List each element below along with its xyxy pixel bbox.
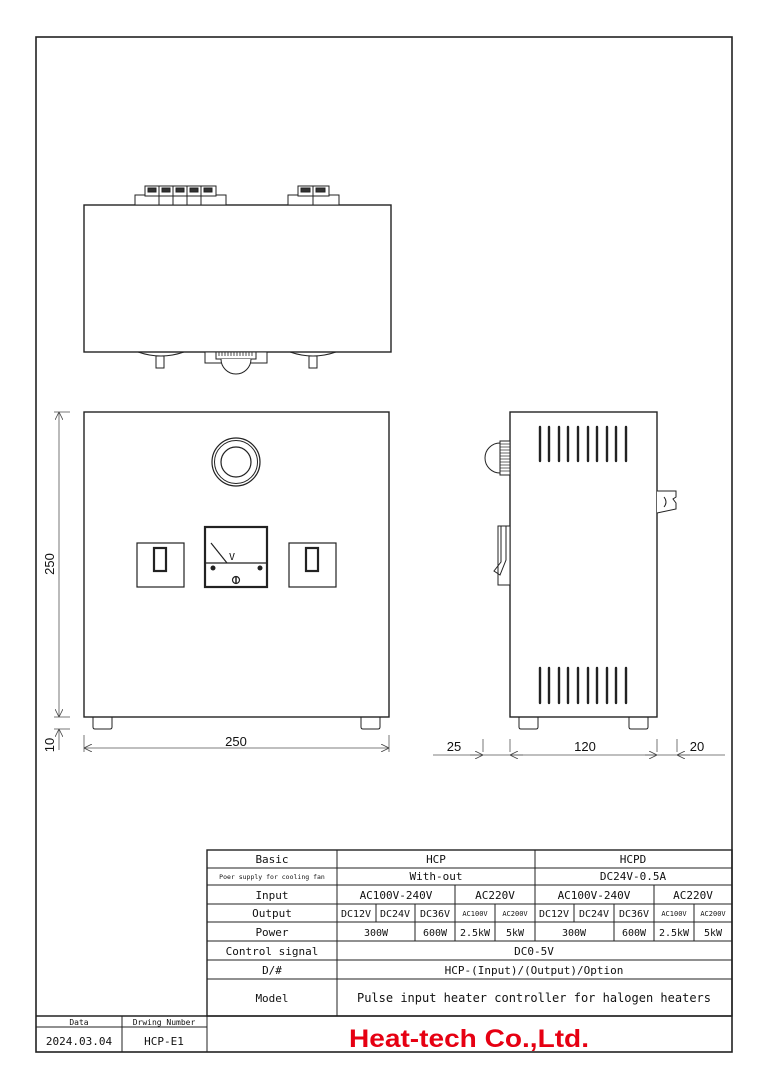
foot-icon: [92, 717, 113, 730]
pilot-lamp-icon: [211, 437, 261, 487]
date-value: 2024.03.04: [46, 1035, 113, 1048]
front-view: V: [83, 411, 390, 730]
side-depth-dimension: 120: [574, 739, 596, 754]
drawing-number-label: Drwing Number: [133, 1018, 196, 1027]
output-cell: AC200V: [502, 910, 528, 918]
basic-hcp: HCP: [426, 853, 446, 866]
title-block-text: Data Drwing Number 2024.03.04 HCP-E1 Hea…: [46, 1018, 589, 1053]
output-cell: DC12V: [341, 909, 371, 920]
fan-supply-hcpd: DC24V-0.5A: [600, 870, 667, 883]
power-cell: 5kW: [506, 928, 525, 939]
spec-table-text: Basic HCP HCPD Poer supply for cooling f…: [219, 853, 726, 1005]
control-signal-value: DC0-5V: [514, 945, 554, 958]
top-view-switch-right-icon: [289, 351, 337, 369]
foot-icon: [628, 717, 649, 730]
row-label-basic: Basic: [255, 853, 288, 866]
input-hcp-2: AC220V: [475, 889, 515, 902]
front-width-dimension: 250: [225, 734, 247, 749]
side-dimensions: [433, 739, 725, 755]
side-view-body: [509, 411, 658, 718]
power-cell: 600W: [423, 928, 448, 939]
output-cell: DC36V: [420, 909, 450, 920]
voltmeter-icon: V: [203, 525, 269, 589]
input-hcpd-2: AC220V: [673, 889, 713, 902]
output-cell: AC100V: [462, 910, 488, 918]
vent-slots-bottom-icon: [538, 666, 628, 705]
sheet-border: [35, 36, 733, 1053]
company-logo-text: Heat-tech Co.,Ltd.: [349, 1025, 589, 1053]
title-block: [36, 1015, 732, 1052]
top-view: [83, 185, 392, 375]
input-hcpd-1: AC100V-240V: [558, 889, 631, 902]
row-label-model: Model: [255, 992, 288, 1005]
output-cell: DC36V: [619, 909, 649, 920]
side-rocker-switch-icon: [493, 525, 511, 586]
front-dimensions: [54, 411, 390, 752]
power-cell: 300W: [364, 928, 389, 939]
basic-hcpd: HCPD: [620, 853, 647, 866]
row-label-part-number: D/#: [262, 964, 282, 977]
top-view-switch-left-icon: [137, 351, 185, 369]
row-label-output: Output: [252, 907, 292, 920]
side-right-protrusion-dimension: 20: [690, 739, 704, 754]
output-cell: DC12V: [539, 909, 569, 920]
fan-supply-hcp: With-out: [410, 870, 463, 883]
date-label: Data: [69, 1018, 88, 1027]
power-cell: 2.5kW: [460, 928, 491, 939]
side-left-protrusion-dimension: 25: [447, 739, 461, 754]
drawing-number-value: HCP-E1: [144, 1035, 184, 1048]
meter-unit-label: V: [229, 552, 235, 563]
terminal-block-2-icon: [287, 185, 340, 206]
output-cell: DC24V: [380, 909, 410, 920]
spec-table: [206, 849, 733, 1017]
model-description: Pulse input heater controller for haloge…: [357, 991, 711, 1005]
vent-slots-top-icon: [538, 425, 628, 463]
output-cell: AC100V: [661, 910, 687, 918]
foot-icon: [518, 717, 539, 730]
output-cell: DC24V: [579, 909, 609, 920]
row-label-input: Input: [255, 889, 288, 902]
row-label-control-signal: Control signal: [226, 945, 319, 958]
side-terminal-icon: [656, 490, 677, 514]
foot-icon: [360, 717, 381, 730]
rocker-switch-right-icon: [288, 542, 337, 588]
power-cell: 2.5kW: [659, 928, 690, 939]
front-view-body: [83, 411, 390, 718]
power-cell: 600W: [622, 928, 647, 939]
power-cell: 5kW: [704, 928, 723, 939]
front-height-dimension: 250: [42, 553, 57, 575]
top-view-lamp-icon: [204, 351, 268, 375]
rocker-switch-left-icon: [136, 542, 185, 588]
row-label-power: Power: [255, 926, 288, 939]
part-number-format: HCP-(Input)/(Output)/Option: [445, 964, 624, 977]
row-label-fan-supply: Poer supply for cooling fan: [219, 873, 325, 881]
top-view-body: [83, 204, 392, 353]
foot-height-dimension: 10: [42, 738, 57, 752]
terminal-block-5-icon: [134, 185, 227, 206]
side-pilot-lamp-icon: [484, 440, 511, 476]
power-cell: 300W: [562, 928, 587, 939]
output-cell: AC200V: [700, 910, 726, 918]
side-view: [484, 411, 677, 730]
input-hcp-1: AC100V-240V: [360, 889, 433, 902]
